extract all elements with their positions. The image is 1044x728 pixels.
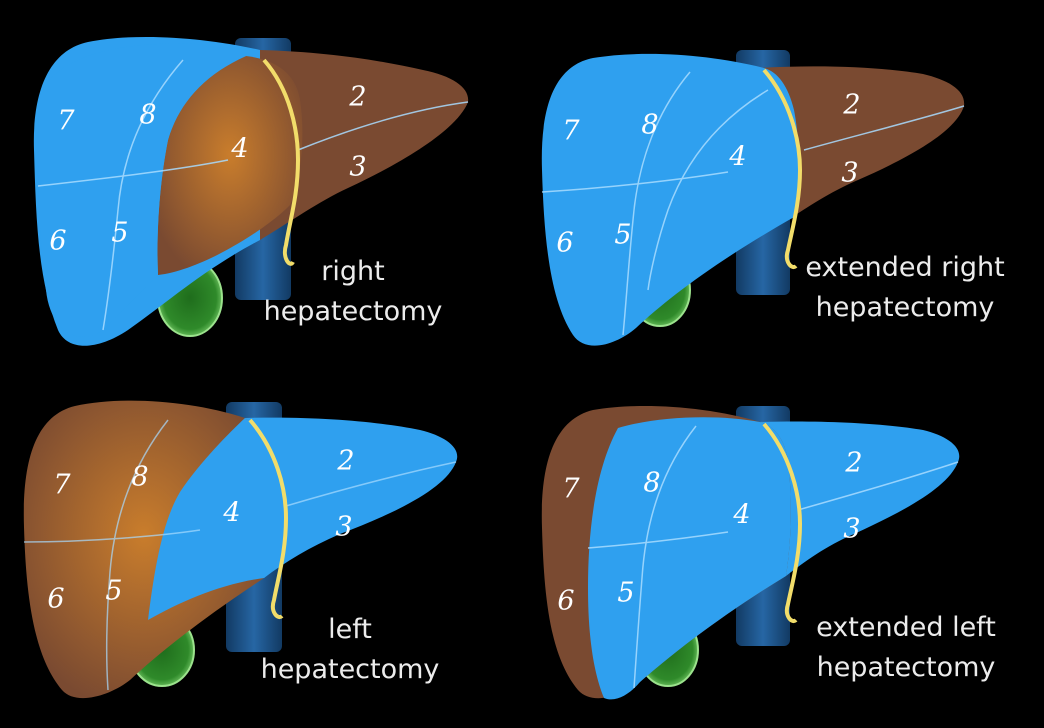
right-resected xyxy=(38,43,246,337)
liver-diagram: 7 8 6 5 4 2 3 xyxy=(33,36,469,346)
segment-label-4: 4 xyxy=(732,500,750,531)
segment-label-3: 3 xyxy=(349,152,366,183)
segment-label-7: 7 xyxy=(57,106,75,137)
caption-line-1: extended left xyxy=(816,612,996,643)
segment-label-2: 2 xyxy=(336,446,354,477)
segment-label-7: 7 xyxy=(53,470,71,501)
panel-extended-left-hepatectomy: 7 8 6 5 4 2 3 extended left hepatectomy xyxy=(538,398,1008,713)
segment-label-2: 2 xyxy=(842,90,860,121)
segment-label-4: 4 xyxy=(230,134,248,165)
panel-caption: extended right hepatectomy xyxy=(800,248,1010,328)
liver-diagram: 7 8 6 5 4 2 3 xyxy=(541,50,965,346)
caption-line-2: hepatectomy xyxy=(815,292,995,323)
caption-line-1: right xyxy=(321,256,385,287)
segment-4 xyxy=(148,418,288,620)
segment-label-5: 5 xyxy=(105,576,122,607)
cantlie-line xyxy=(262,58,301,266)
panel-extended-right-hepatectomy: 7 8 6 5 4 2 3 extended right hepatectomy xyxy=(538,40,1008,360)
cantlie-line xyxy=(762,422,803,623)
segment-label-6: 6 xyxy=(47,584,64,615)
left-lobe xyxy=(760,421,960,576)
segment-label-5: 5 xyxy=(111,218,128,249)
caption-line-1: left xyxy=(328,614,372,645)
panel-left-hepatectomy: 7 8 6 5 4 2 3 left hepatectomy xyxy=(20,392,470,712)
caption-line-2: hepatectomy xyxy=(816,652,996,683)
panel-caption: left hepatectomy xyxy=(250,610,450,690)
panel-right-hepatectomy: 7 8 6 5 4 2 3 right hepatectomy xyxy=(28,30,478,360)
segment-label-8: 8 xyxy=(643,468,660,499)
segment-label-3: 3 xyxy=(335,512,352,543)
segment-label-4: 4 xyxy=(728,142,746,173)
panel-caption: extended left hepatectomy xyxy=(806,608,1006,688)
segment-lines xyxy=(587,425,959,689)
left-lobe xyxy=(758,66,965,220)
segment-lines xyxy=(541,71,965,336)
cantlie-line xyxy=(248,418,289,619)
segment-4 xyxy=(157,56,303,275)
segment-label-2: 2 xyxy=(348,82,366,113)
liver-diagram: 7 8 6 5 4 2 3 xyxy=(23,400,458,699)
left-lobe xyxy=(245,417,458,578)
segment-label-8: 8 xyxy=(641,110,658,141)
segment-label-6: 6 xyxy=(49,226,66,257)
panel-caption: right hepatectomy xyxy=(253,252,453,332)
segment-label-2: 2 xyxy=(844,448,862,479)
caption-line-2: hepatectomy xyxy=(260,654,440,685)
segment-lines xyxy=(23,419,457,691)
segment-label-5: 5 xyxy=(614,220,631,251)
left-lobe xyxy=(260,50,469,240)
right-lobe xyxy=(541,53,799,346)
caption-line-1: extended right xyxy=(805,252,1005,283)
segment-label-3: 3 xyxy=(841,158,858,189)
segment-label-8: 8 xyxy=(139,100,156,131)
cantlie-line xyxy=(762,68,803,269)
segment-label-3: 3 xyxy=(843,514,860,545)
segment-label-6: 6 xyxy=(557,586,574,617)
segment-label-7: 7 xyxy=(562,116,580,147)
liver-diagram: 7 8 6 5 4 2 3 xyxy=(541,406,960,700)
segment-label-5: 5 xyxy=(617,578,634,609)
segment-label-8: 8 xyxy=(131,462,148,493)
caption-line-2: hepatectomy xyxy=(263,296,443,327)
segment-lines xyxy=(37,59,469,331)
segment-label-6: 6 xyxy=(556,228,573,259)
segment-label-7: 7 xyxy=(562,474,580,505)
segment-label-4: 4 xyxy=(222,498,240,529)
